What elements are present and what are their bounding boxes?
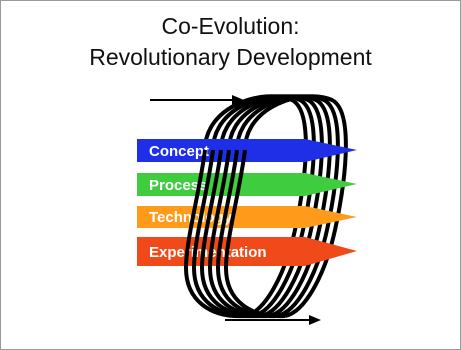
band-process: Process bbox=[137, 173, 357, 196]
band-experimentation-label: Experimentation bbox=[149, 244, 267, 261]
spiral-loop-back bbox=[243, 94, 348, 318]
spiral-loop-back bbox=[211, 94, 316, 318]
spiral-loop-front bbox=[207, 149, 270, 319]
band-concept-label: Concept bbox=[149, 143, 209, 160]
band-technology-label: Technology bbox=[149, 209, 233, 226]
entry-arrowhead bbox=[232, 95, 244, 105]
title-line-2: Revolutionary Development bbox=[89, 44, 372, 70]
spiral-loop-front bbox=[191, 149, 254, 319]
exit-arrowhead bbox=[309, 315, 321, 325]
spiral-loop-back bbox=[219, 94, 324, 318]
spiral-front-strokes bbox=[183, 149, 286, 319]
spiral-loop-front bbox=[183, 149, 246, 319]
slide-title: Co-Evolution: Revolutionary Development bbox=[1, 11, 460, 73]
band-process-shape bbox=[137, 173, 357, 196]
spiral-loop-front bbox=[199, 149, 262, 319]
title-line-1: Co-Evolution: bbox=[161, 13, 300, 39]
spiral-loop-front bbox=[215, 149, 278, 319]
band-process-label: Process bbox=[149, 177, 207, 194]
band-experimentation: Experimentation bbox=[137, 237, 357, 266]
spiral-loop-back bbox=[227, 94, 332, 318]
band-concept: Concept bbox=[137, 139, 357, 162]
band-concept-shape bbox=[137, 139, 357, 162]
spiral-loop-back bbox=[235, 94, 340, 318]
spiral-loop-front bbox=[223, 149, 286, 319]
band-experimentation-shape bbox=[137, 237, 357, 266]
